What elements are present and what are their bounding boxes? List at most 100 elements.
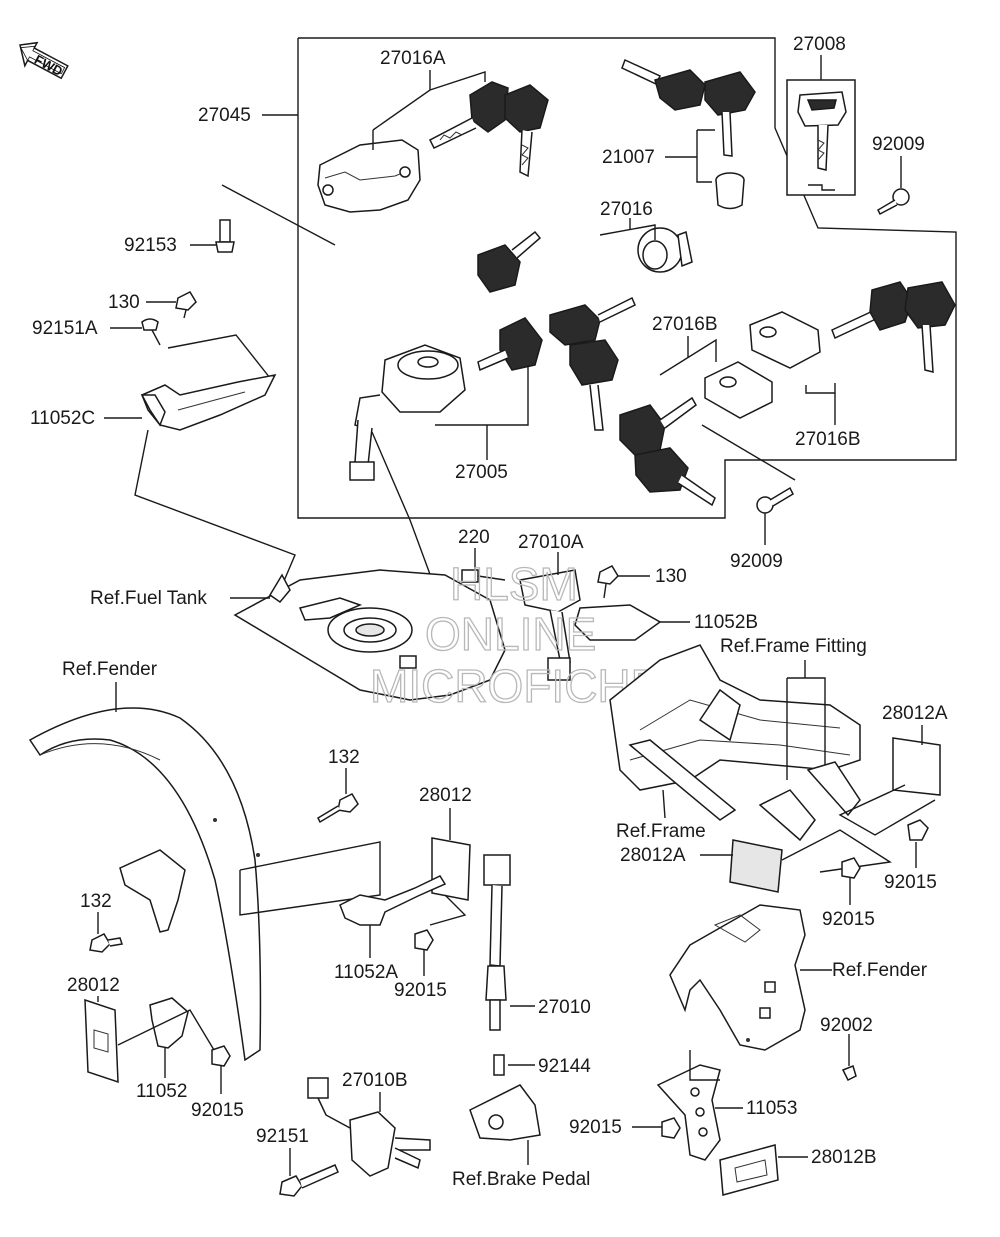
label-11052: 11052 xyxy=(136,1081,187,1102)
key-27016B-mid-2 xyxy=(634,447,716,507)
leader-27005 xyxy=(435,365,529,426)
label-92015-right2: 92015 xyxy=(822,909,875,930)
screw-92009-mid xyxy=(756,486,794,514)
label-27016B-right: 27016B xyxy=(795,429,861,450)
label-27010B: 27010B xyxy=(342,1070,408,1091)
bolt-132-left xyxy=(89,933,123,953)
label-92002: 92002 xyxy=(820,1015,873,1036)
nut-92015-low xyxy=(661,1117,681,1139)
bolt-220 xyxy=(461,569,506,583)
bracket-11052A xyxy=(339,875,447,926)
label-132-left: 132 xyxy=(80,891,112,912)
key-27016B-right-1 xyxy=(831,281,913,340)
label-27010A: 27010A xyxy=(518,532,584,553)
label-220: 220 xyxy=(458,527,490,548)
nut-92015-mid xyxy=(414,929,434,951)
label-92151A: 92151A xyxy=(32,318,98,339)
leader-92009-mid-b xyxy=(701,424,796,481)
key-27016B-right-2 xyxy=(904,281,956,373)
leader-fuel-tank-mount xyxy=(134,429,296,596)
label-28012-left: 28012 xyxy=(67,975,120,996)
leader-11052A-b xyxy=(429,894,467,926)
screw-92009-top xyxy=(877,188,910,216)
label-27010: 27010 xyxy=(538,997,591,1018)
key-27016-1 xyxy=(549,296,636,346)
key-27005-1 xyxy=(477,230,542,293)
bolt-132-top xyxy=(317,793,359,824)
label-92015-left: 92015 xyxy=(191,1100,244,1121)
bracket-11053 xyxy=(656,1064,721,1161)
nut-92015-right2 xyxy=(841,857,861,879)
label-ref-frame-fitting: Ref.Frame Fitting xyxy=(720,636,867,657)
label-ref-fender-right: Ref.Fender xyxy=(832,960,928,981)
switch-27010B xyxy=(307,1077,431,1177)
switch-27010A xyxy=(519,569,581,681)
label-27008: 27008 xyxy=(793,34,846,55)
label-132-top: 132 xyxy=(328,747,360,768)
bracket-11052 xyxy=(149,997,189,1049)
bolt-92151 xyxy=(279,1164,339,1197)
bracket-27016B-right xyxy=(749,311,821,369)
label-130-left: 130 xyxy=(108,292,140,313)
key-27005-2 xyxy=(477,317,543,372)
label-27045: 27045 xyxy=(198,105,251,126)
label-27005: 27005 xyxy=(455,462,508,483)
nut-92015-left xyxy=(211,1045,231,1067)
label-28012A-mid: 28012A xyxy=(620,845,686,866)
bracket-11052B xyxy=(574,604,662,641)
label-ref-frame: Ref.Frame xyxy=(616,821,706,842)
reflector-28012B xyxy=(719,1144,779,1196)
label-ref-brake-pedal: Ref.Brake Pedal xyxy=(452,1169,590,1190)
label-92015-low: 92015 xyxy=(569,1117,622,1138)
spring-92144 xyxy=(493,1054,505,1076)
label-11053: 11053 xyxy=(746,1098,797,1119)
key-27016-2 xyxy=(569,339,619,431)
bolt-130-left xyxy=(175,291,197,319)
ignition-switch-27005 xyxy=(349,344,466,481)
label-27016B-top: 27016B xyxy=(652,314,718,335)
lock-cylinder-21007 xyxy=(715,172,745,210)
key-27016A-1 xyxy=(429,81,509,149)
switch-27010 xyxy=(483,854,511,1031)
leader-21007 xyxy=(696,130,712,183)
bolt-130-right xyxy=(597,565,619,599)
label-130-right: 130 xyxy=(655,566,687,587)
bolt-92153 xyxy=(215,219,235,253)
leader-27016B-right xyxy=(805,383,836,394)
leader-11053-box xyxy=(689,1050,720,1081)
leader-fender-box xyxy=(239,841,381,916)
leader-92153-b xyxy=(221,184,336,246)
frame-right xyxy=(609,644,861,821)
steering-lock-housing xyxy=(317,139,421,213)
label-92144: 92144 xyxy=(538,1056,591,1077)
fwd-label: FWD xyxy=(32,52,65,79)
leader-ref-frame xyxy=(662,789,666,819)
label-92153: 92153 xyxy=(124,235,177,256)
label-27016: 27016 xyxy=(600,199,653,220)
label-92009-top: 92009 xyxy=(872,134,925,155)
key-27016B-mid-1 xyxy=(619,396,697,456)
bracket-frame-fitting-2 xyxy=(806,761,861,817)
lock-27016 xyxy=(637,227,693,273)
screw-92002 xyxy=(841,1060,857,1082)
label-ref-fender-left: Ref.Fender xyxy=(62,659,158,680)
bracket-fender-left xyxy=(119,849,186,933)
fender-left xyxy=(28,707,262,1062)
reflector-28012A-top xyxy=(892,737,941,796)
label-92015-right1: 92015 xyxy=(884,872,937,893)
brake-pedal xyxy=(469,1084,541,1141)
label-28012B: 28012B xyxy=(811,1147,877,1168)
watermark: HLSM ONLINE MICROFICHE xyxy=(369,557,662,712)
leader-27016 xyxy=(599,224,656,240)
leader-27016B-top xyxy=(659,338,717,376)
leader-frame-fitting-b xyxy=(787,677,826,770)
reflector-28012A-mid xyxy=(729,839,783,893)
fwd-arrow-icon: FWD xyxy=(19,41,69,80)
key-27008 xyxy=(797,91,847,191)
keyset-frame xyxy=(297,37,957,519)
label-11052B: 11052B xyxy=(694,612,758,633)
reflector-28012-left xyxy=(84,998,119,1084)
label-11052A: 11052A xyxy=(334,962,398,983)
leader-bracket xyxy=(167,334,271,379)
label-92009-mid: 92009 xyxy=(730,551,783,572)
